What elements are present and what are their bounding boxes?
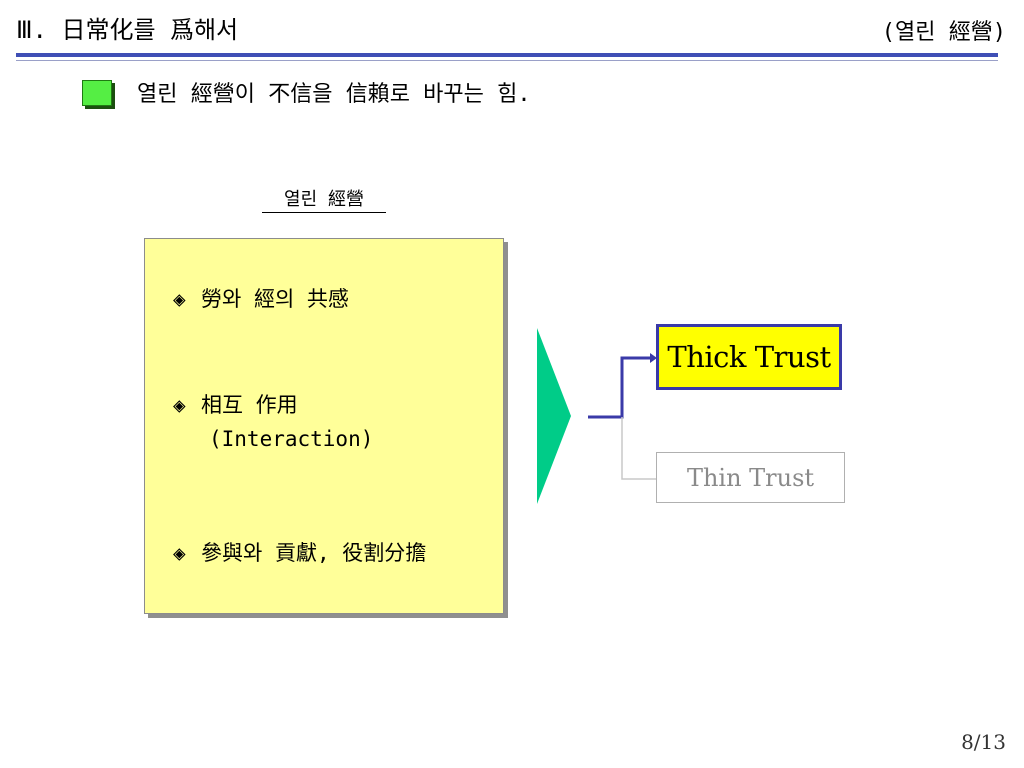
concept-item-label: 參與와 貢獻, 役割分擔 bbox=[201, 541, 427, 565]
connector-line-thin bbox=[621, 417, 656, 480]
diamond-bullet-icon: ◈ bbox=[173, 287, 186, 311]
concept-item-label: 勞와 經의 共感 bbox=[201, 287, 349, 311]
page-number: 8/13 bbox=[961, 730, 1006, 754]
concept-item-label: 相互 作用 bbox=[201, 393, 298, 417]
concept-item: ◈ 相互 作用 (Interaction) bbox=[173, 388, 373, 456]
page-title: Ⅲ. 日常化를 爲해서 bbox=[16, 16, 239, 44]
concept-item-sublabel: (Interaction) bbox=[209, 427, 374, 451]
green-square-bullet-icon bbox=[82, 80, 112, 106]
slide-subtitle: 열린 經營이 不信을 信賴로 바꾸는 힘. bbox=[137, 82, 531, 107]
diamond-bullet-icon: ◈ bbox=[173, 541, 186, 565]
thin-trust-box: Thin Trust bbox=[656, 452, 845, 503]
diamond-bullet-icon: ◈ bbox=[173, 393, 186, 417]
header-divider-thin bbox=[16, 60, 998, 61]
connector-arrowhead-icon bbox=[650, 353, 657, 363]
teal-arrow-icon bbox=[537, 328, 571, 504]
thin-trust-label: Thin Trust bbox=[686, 463, 815, 492]
thick-trust-box: Thick Trust bbox=[656, 324, 842, 390]
concept-item: ◈ 參與와 貢獻, 役割分擔 bbox=[173, 536, 426, 570]
concept-box-caption: 열린 經營 bbox=[262, 188, 386, 213]
concept-item: ◈ 勞와 經의 共感 bbox=[173, 282, 349, 316]
thick-trust-label: Thick Trust bbox=[667, 340, 831, 374]
connector-line-thick bbox=[588, 356, 652, 419]
header-divider bbox=[16, 53, 998, 57]
section-label: (열린 經營) bbox=[881, 20, 1006, 45]
teal-arrow-shape bbox=[537, 328, 571, 504]
branch-connector bbox=[588, 353, 657, 480]
concept-box: ◈ 勞와 經의 共感 ◈ 相互 作用 (Interaction) ◈ 參與와 貢獻, … bbox=[144, 238, 504, 614]
